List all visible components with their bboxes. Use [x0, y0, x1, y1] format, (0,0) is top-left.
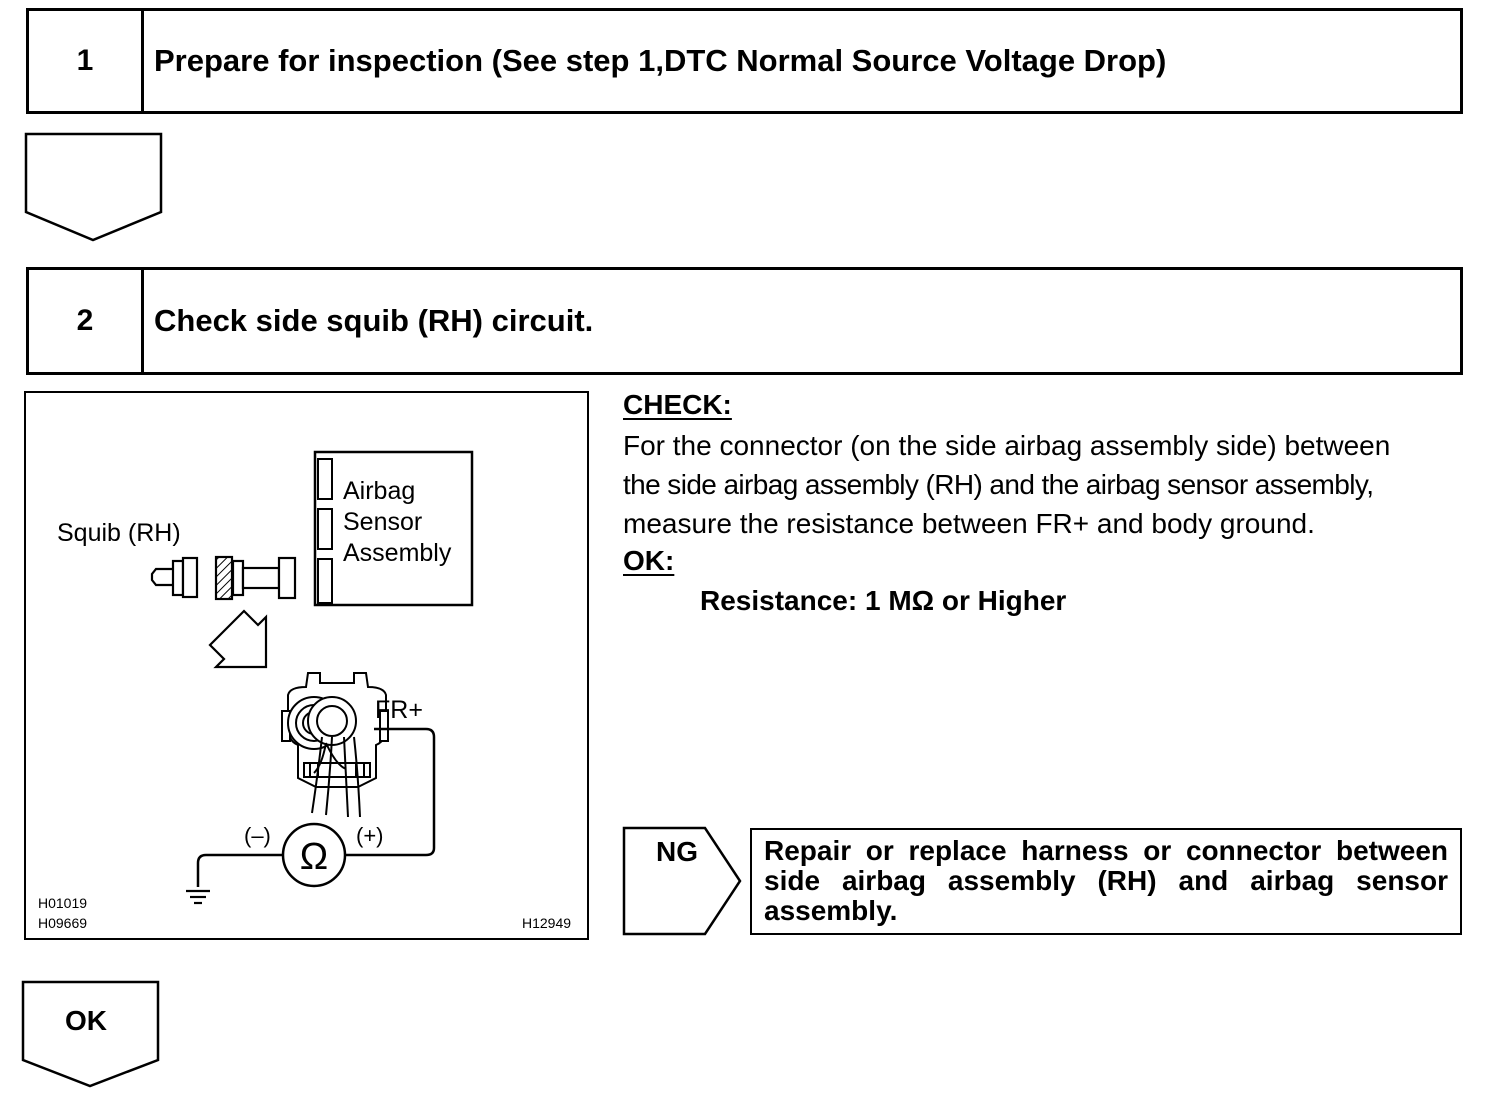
ok-heading: OK: [623, 545, 675, 576]
airbag-sensor-assembly-box [313, 450, 474, 607]
step-2-title: Check side squib (RH) circuit. [154, 303, 594, 338]
step-2-header: 2 Check side squib (RH) circuit. [26, 267, 1463, 375]
sensor-label-line2: Sensor [343, 508, 422, 536]
resistance-spec: Resistance: 1 MΩ or Higher [700, 585, 1067, 616]
ng-arrow-icon [622, 826, 742, 936]
ng-label: NG [656, 836, 698, 867]
check-heading: CHECK: [623, 389, 732, 420]
figure-code-2: H09669 [38, 915, 87, 931]
step-2-number: 2 [29, 270, 144, 372]
plus-label: (+) [356, 823, 384, 848]
check-line-1: For the connector (on the side airbag as… [623, 430, 1391, 461]
flow-arrow-down-icon [24, 132, 163, 242]
step-1-header: 1 Prepare for inspection (See step 1,DTC… [26, 8, 1463, 114]
figure-code-3: H12949 [522, 915, 571, 931]
inspection-illustration: Airbag Sensor Assembly Squib (RH) [24, 391, 589, 940]
squib-connector-icon [150, 556, 199, 599]
check-line-3: measure the resistance between FR+ and b… [623, 508, 1315, 539]
ok-arrow-label: OK [65, 1005, 107, 1036]
harness-connector-icon [214, 555, 297, 601]
step-1-title: Prepare for inspection (See step 1,DTC N… [154, 43, 1167, 78]
ground-symbol-icon [186, 889, 210, 905]
sensor-label-line1: Airbag [343, 477, 415, 505]
minus-label: (–) [244, 823, 271, 848]
connector-front-view-icon [281, 672, 389, 818]
sensor-label-line3: Assembly [343, 539, 452, 567]
ng-action-text: Repair or replace harness or connector b… [750, 828, 1462, 935]
check-line-2: the side airbag assembly (RH) and the ai… [623, 469, 1374, 500]
fr-plus-label: FR+ [375, 696, 423, 724]
ok-arrow-icon [21, 980, 160, 1088]
disconnect-arrow-icon [208, 609, 268, 669]
ohm-symbol: Ω [300, 836, 328, 878]
squib-label: Squib (RH) [57, 519, 181, 547]
step-1-number: 1 [29, 11, 144, 111]
figure-code-1: H01019 [38, 895, 87, 911]
